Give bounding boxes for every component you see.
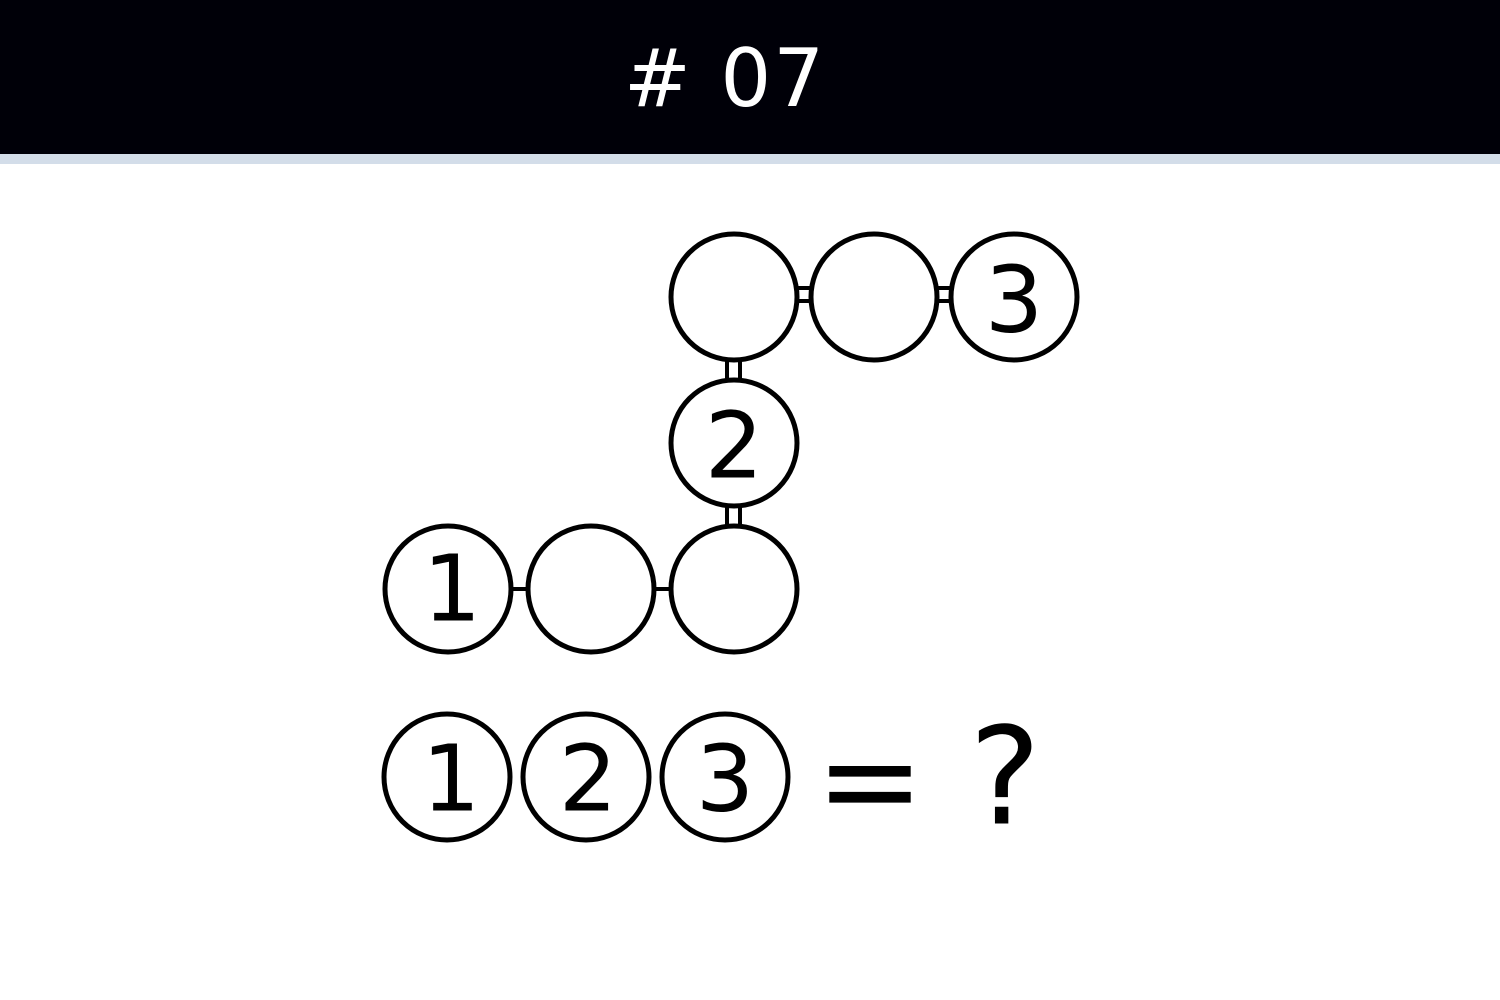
puzzle-node-n3[interactable] <box>668 523 800 655</box>
puzzle-node-n1: 1 <box>382 523 514 655</box>
unknown-answer: ? <box>969 699 1041 856</box>
header-bar: # 07 <box>0 0 1500 154</box>
node-label: 2 <box>705 393 764 500</box>
question-circle-label: 3 <box>696 726 755 833</box>
puzzle-node-n2[interactable] <box>525 523 657 655</box>
node-label: 3 <box>985 247 1044 354</box>
equals-sign: = <box>816 704 925 856</box>
puzzle-node-n7: 3 <box>948 231 1080 363</box>
header-accent-strip <box>0 154 1500 164</box>
question-row: 1 2 3 = ? <box>381 699 1041 856</box>
question-circle-3: 3 <box>659 711 791 843</box>
puzzle-node-n6[interactable] <box>808 231 940 363</box>
question-circle-1: 1 <box>381 711 513 843</box>
puzzle-node-n5[interactable] <box>668 231 800 363</box>
node-label: 1 <box>423 536 482 643</box>
puzzle-node-n4: 2 <box>668 377 800 509</box>
question-circle-label: 1 <box>422 726 481 833</box>
question-circle-label: 2 <box>559 726 618 833</box>
question-circle-2: 2 <box>520 711 652 843</box>
puzzle-title: # 07 <box>623 31 827 125</box>
